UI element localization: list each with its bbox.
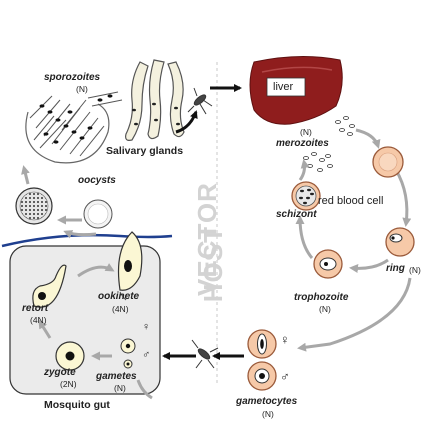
- red-blood-cell: [372, 146, 404, 178]
- gametocyte-male: [247, 361, 277, 391]
- merozoites-ploidy: (N): [300, 127, 312, 137]
- salivary-glands-label: Salivary glands: [106, 145, 184, 157]
- arrow-merozoites-to-rbc: [355, 128, 381, 149]
- arrow-rbc-to-ring: [394, 169, 412, 227]
- mosquito-bottom-icon: [191, 339, 219, 369]
- gamete-male-symbol: ♂: [142, 349, 151, 361]
- ookinete-ploidy: (4N): [112, 304, 129, 314]
- merozoites-cluster: [302, 116, 355, 172]
- gametes-label: gametes: [96, 371, 137, 382]
- gametocytes-label: gametocytes: [236, 396, 298, 407]
- mosquito-gut-label: Mosquito gut: [44, 399, 110, 411]
- arrow-zygote-to-retort: [38, 319, 52, 339]
- gamete-female-symbol: ♀: [142, 321, 151, 333]
- schizont-cell: [291, 181, 321, 211]
- zygote-cell: [55, 341, 85, 371]
- pointer-to-gametes: [136, 379, 153, 400]
- female-symbol: ♀: [280, 332, 290, 347]
- male-symbol: ♂: [280, 369, 290, 384]
- gametocytes-ploidy: (N): [262, 409, 274, 419]
- arrow-oocyst-to-sporozoites: [21, 165, 30, 185]
- schizont-label: schizont: [276, 209, 317, 220]
- sporozoites-sac: [25, 91, 123, 164]
- host-watermark: HOST: [198, 226, 228, 303]
- oocyst-developing: [83, 199, 113, 229]
- liver-label-box: [266, 77, 306, 97]
- arrow-ring-to-gametocytes: [297, 277, 412, 352]
- salivary-glands: [125, 59, 185, 141]
- retort-label: retort: [22, 303, 49, 314]
- zygote-ploidy: (2N): [60, 379, 77, 389]
- liver-label: liver: [273, 81, 294, 93]
- red-blood-cell-label: red blood cell: [318, 195, 384, 207]
- arrow-retort-to-ookinete: [77, 263, 115, 278]
- mosquito-top-icon: [187, 87, 213, 115]
- retort-cell: [32, 264, 67, 308]
- arrow-glands-to-mosquito: [175, 110, 198, 134]
- arrow-ookinete-to-oocyst: [63, 230, 97, 239]
- gametes-ploidy: (N): [114, 383, 126, 393]
- trophozoite-cell: [313, 249, 343, 279]
- arrow-ring-to-trophozoite: [349, 258, 389, 274]
- ring-cell: [385, 227, 415, 257]
- arrow-schizont-to-merozoites: [298, 159, 310, 181]
- ring-ploidy: (N): [409, 265, 421, 275]
- arrow-trophozoite-to-schizont: [295, 215, 314, 259]
- gametocyte-female: [247, 329, 277, 359]
- retort-ploidy: (4N): [30, 315, 47, 325]
- mosquito-gut-box: [1, 233, 173, 395]
- trophozoite-label: trophozoite: [294, 292, 349, 303]
- ookinete-label: ookinete: [98, 291, 140, 302]
- trophozoite-ploidy: (N): [319, 304, 331, 314]
- male-gamete: [123, 359, 133, 369]
- oocysts-label: oocysts: [78, 175, 116, 186]
- oocyst-mature: [15, 187, 53, 225]
- female-gamete: [120, 338, 136, 354]
- zygote-label: zygote: [44, 367, 76, 378]
- gut-wall-line: [1, 233, 173, 248]
- merozoites-label: merozoites: [276, 138, 329, 149]
- ring-label: ring: [386, 263, 405, 274]
- sporozoites-ploidy: (N): [76, 84, 88, 94]
- gland-sporozoites: [132, 102, 180, 126]
- ookinete-cell: [117, 231, 143, 291]
- sporozoites-label: sporozoites: [44, 72, 101, 83]
